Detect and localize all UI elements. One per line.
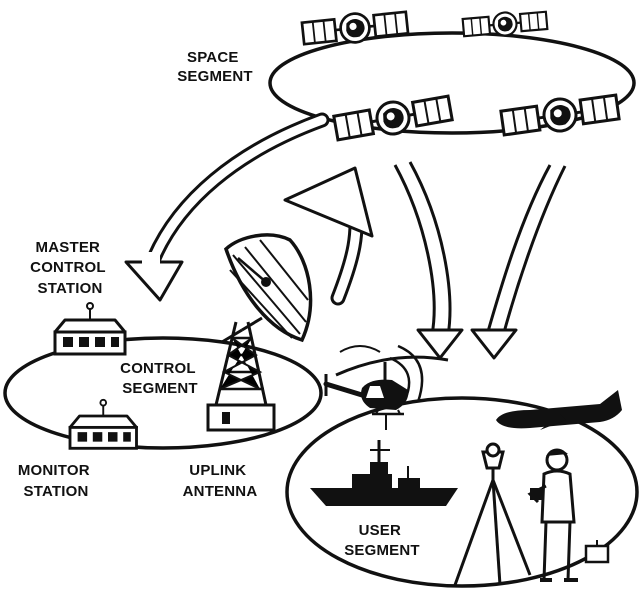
satellite-icon [498, 89, 622, 141]
downlink-arrow-icon [124, 112, 330, 302]
monitor-station-label: MONITOR STATION [18, 462, 94, 500]
satellite-icon [461, 7, 549, 41]
signal-to-user-arrow-icon [470, 164, 567, 360]
control-segment-label: CONTROL SEGMENT [120, 360, 200, 397]
helicopter-icon [323, 344, 449, 430]
ship-icon [310, 440, 458, 506]
user-segment-label: USER SEGMENT [344, 522, 420, 559]
airplane-icon [496, 390, 622, 430]
dish-antenna-icon [206, 233, 313, 432]
satellite-icon [331, 90, 455, 146]
space-segment-orbit [268, 31, 636, 135]
user-segment-ellipse [285, 396, 639, 588]
uplink-antenna-label: UPLINK ANTENNA [183, 462, 258, 500]
signal-to-user-arrow-icon [393, 161, 464, 360]
space-segment-label: SPACE SEGMENT [177, 49, 253, 85]
satellite-icon [300, 6, 410, 50]
master-control-station-label: MASTER CONTROL STATION [30, 239, 110, 297]
surveyor-tripod-icon [453, 442, 610, 586]
control-segment-ellipse [3, 336, 323, 450]
uplink-arrow-icon [283, 166, 374, 306]
building-icon [68, 398, 138, 450]
building-icon [53, 301, 127, 356]
